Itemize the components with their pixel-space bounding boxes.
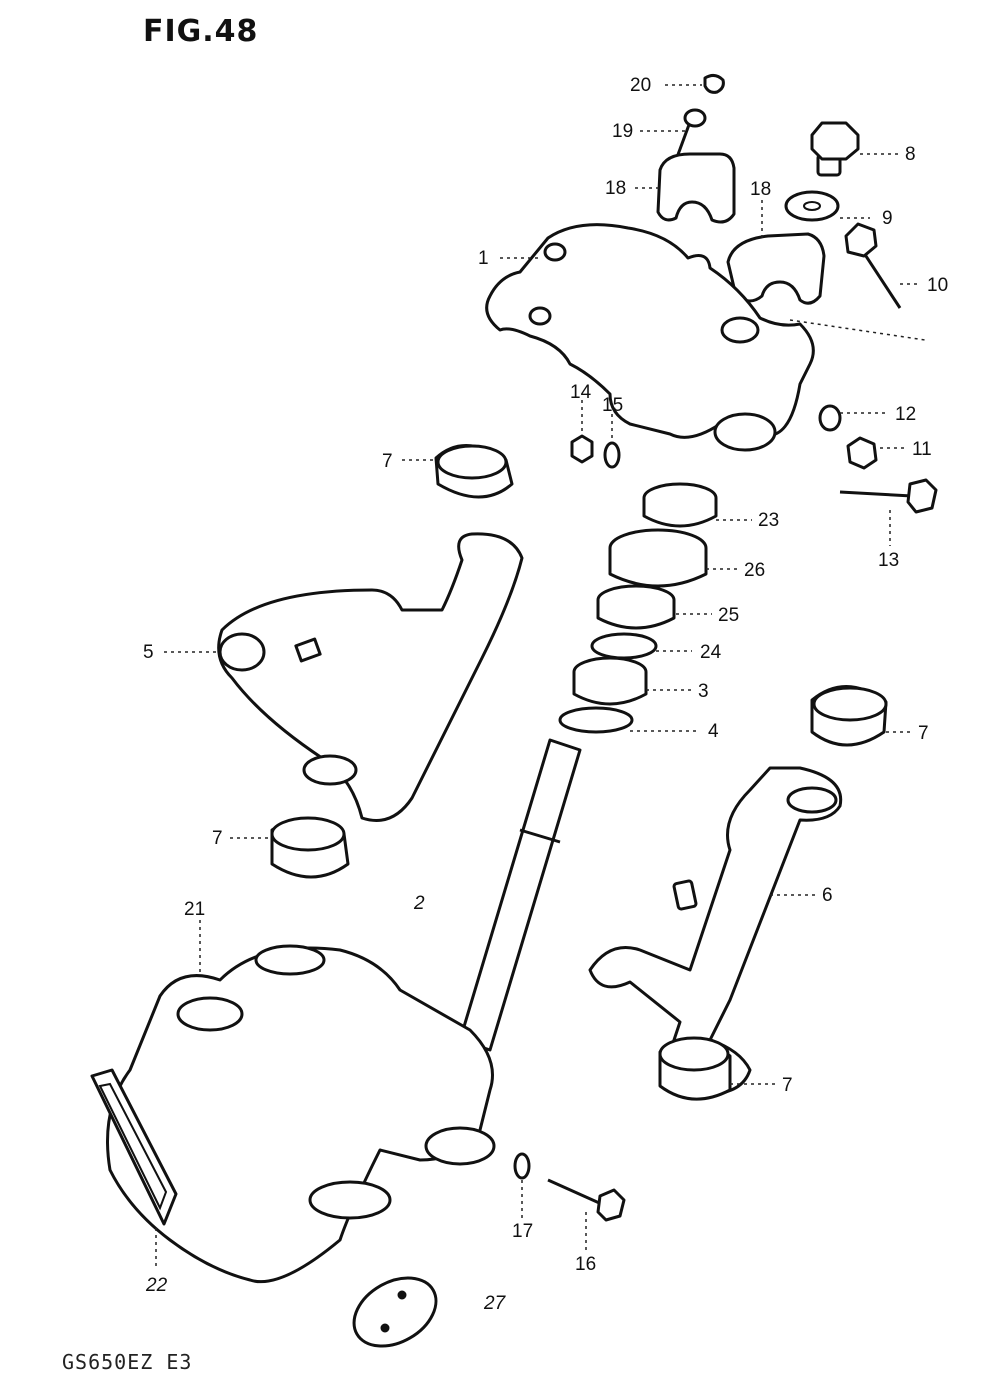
- callout-19: 19: [612, 121, 634, 142]
- part-16-bolt: [547, 1178, 626, 1222]
- part-25-seal: [596, 584, 676, 630]
- part-27-damper: [352, 1276, 438, 1348]
- part-7-damper-right: [810, 685, 888, 747]
- part-14-nut: [570, 434, 594, 464]
- part-18-holder-right: [726, 232, 826, 305]
- callout-4: 4: [708, 721, 719, 742]
- callout-7-left: 7: [212, 828, 223, 849]
- callout-27: 27: [484, 1293, 506, 1314]
- callout-25: 25: [718, 605, 740, 626]
- callout-1: 1: [478, 248, 489, 269]
- callout-5: 5: [143, 642, 154, 663]
- callout-10: 10: [927, 275, 949, 296]
- callout-24: 24: [700, 642, 722, 663]
- part-15-washer: [603, 441, 621, 469]
- callout-3: 3: [698, 681, 709, 702]
- callout-21: 21: [184, 899, 206, 920]
- part-21-lower-bracket: [106, 944, 496, 1284]
- part-12-washer: [818, 404, 842, 432]
- callout-13: 13: [878, 550, 900, 571]
- part-7-damper-left: [270, 816, 350, 879]
- callout-7-top: 7: [382, 451, 393, 472]
- part-18-holder-left: [656, 152, 736, 224]
- part-26-washer: [608, 528, 708, 588]
- callout-16: 16: [575, 1254, 597, 1275]
- callout-14: 14: [570, 382, 592, 403]
- callout-11: 11: [912, 439, 932, 460]
- part-7-damper-lower-right: [658, 1036, 732, 1101]
- part-3-bearing: [572, 656, 648, 706]
- callout-8: 8: [905, 144, 916, 165]
- callout-6: 6: [822, 885, 833, 906]
- part-23-nut: [642, 482, 718, 528]
- callout-2: 2: [414, 893, 425, 914]
- part-20-clip: [703, 73, 725, 94]
- part-13-bolt: [839, 478, 938, 514]
- callout-17: 17: [512, 1221, 534, 1242]
- part-2-steering-stem: [458, 738, 582, 1052]
- part-24-race: [590, 632, 658, 660]
- callout-9: 9: [882, 208, 893, 229]
- callout-18-right: 18: [750, 179, 772, 200]
- callout-18-left: 18: [605, 178, 627, 199]
- callout-20: 20: [630, 75, 652, 96]
- part-8-bolt: [810, 121, 860, 177]
- model-code: GS650EZ E3: [62, 1350, 193, 1374]
- leader-lines: [155, 84, 926, 1270]
- figure-title: FIG.48: [143, 14, 259, 49]
- part-17-washer: [513, 1152, 531, 1180]
- callout-22: 22: [146, 1275, 168, 1296]
- callout-23: 23: [758, 510, 780, 531]
- part-4-race: [558, 706, 634, 734]
- part-22-label-plate: [90, 1068, 178, 1226]
- part-5-bracket: [217, 532, 524, 822]
- callout-7-lower: 7: [782, 1075, 793, 1096]
- part-11-nut: [846, 436, 878, 470]
- callout-12: 12: [895, 404, 917, 425]
- callout-26: 26: [744, 560, 766, 581]
- callout-7-right: 7: [918, 723, 929, 744]
- part-7-damper-top: [434, 444, 514, 499]
- callout-15: 15: [602, 395, 624, 416]
- part-10-bolt: [844, 222, 902, 309]
